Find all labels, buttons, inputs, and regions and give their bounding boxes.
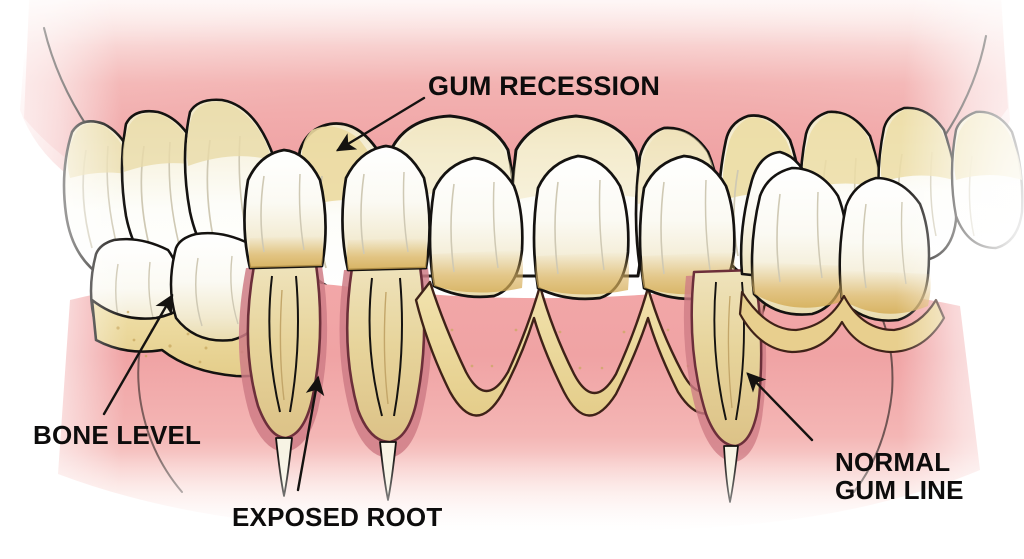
label-normal-gum-line-line1: NORMAL	[835, 447, 951, 477]
arrow-gum-recession	[335, 96, 426, 152]
arrow-bone-level	[102, 293, 174, 416]
label-gum-recession: GUM RECESSION	[428, 71, 661, 101]
lower-tooth-incisor-center-2	[532, 154, 630, 301]
annotation-arrows	[102, 96, 814, 492]
label-exposed-root: EXPOSED ROOT	[232, 502, 443, 532]
arrow-normal-gum-line	[746, 372, 814, 442]
lower-tooth-incisor-center-1	[428, 156, 524, 299]
label-bone-level: BONE LEVEL	[33, 420, 202, 450]
arrow-exposed-root	[296, 375, 325, 492]
label-normal-gum-line-line2: GUM LINE	[835, 475, 964, 506]
lower-teeth-arch	[89, 144, 946, 503]
lower-tooth-right-1	[750, 166, 849, 316]
